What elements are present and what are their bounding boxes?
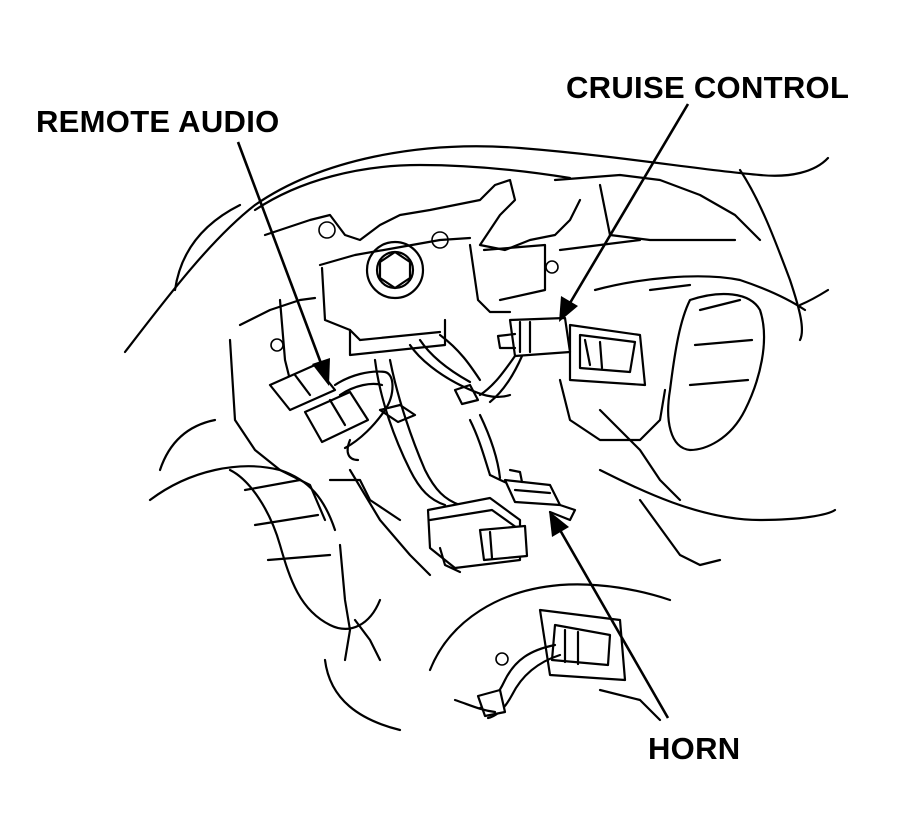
cruise-control-connector [478,316,572,404]
leader-horn [549,511,670,719]
lower-switch-pod [428,583,672,722]
main-connector [426,496,529,574]
remote-audio-connector [268,363,394,462]
cruise-control-label: CRUISE CONTROL [566,70,850,105]
wire-harness [348,318,522,507]
horn-label: HORN [648,731,741,766]
leader-cruise-control [559,103,690,322]
horn-connector [503,468,577,522]
center-bolt [270,221,559,666]
left-switch-pod [148,465,402,732]
steering-wheel-rim [123,145,830,472]
right-switch-pod [558,275,837,567]
leader-remote-audio [236,141,330,386]
remote-audio-label: REMOTE AUDIO [36,104,280,139]
steering-hub-plate [228,163,762,662]
